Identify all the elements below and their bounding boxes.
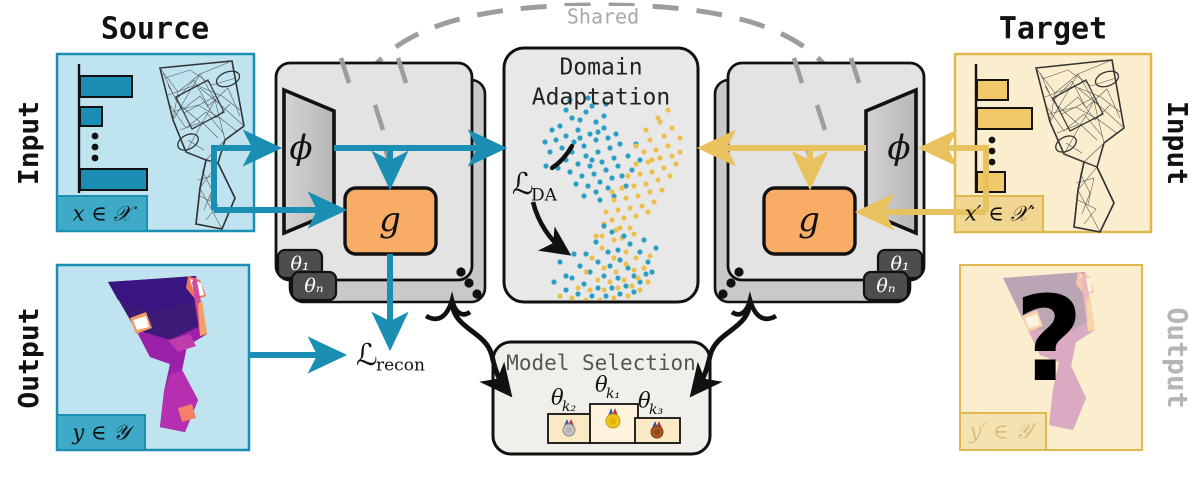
lda-pointer-up (549, 143, 575, 171)
podium-label-second: θ (551, 386, 564, 410)
podium-sub-first: k₁ (606, 386, 620, 402)
model-selection-connectors (424, 291, 778, 398)
target-input-tag: x′ ∈ 𝒳′ (965, 202, 1035, 226)
left-param-last-label: θₙ (304, 275, 323, 297)
right-param-last-label: θₙ (876, 275, 895, 297)
shared-label: Shared (567, 5, 639, 29)
source-input-tag: x ∈ 𝒳 (73, 202, 138, 226)
da-title-line1: Domain (559, 55, 642, 81)
target-input-tag-bg (954, 195, 1044, 233)
right-brace-arrow (689, 299, 753, 398)
left-encoder-label: ϕ (289, 128, 312, 168)
target-mesh-geometry (1034, 59, 1125, 233)
right-encoder-label: ϕ (887, 128, 910, 168)
right-input-label: Input (1161, 101, 1194, 185)
source-title: Source (101, 12, 209, 47)
arrow-source-input-to-encoder (211, 129, 283, 210)
left-block-stack-dots (456, 267, 482, 299)
target-output-tag-bg (959, 412, 1047, 451)
arrow-target-input-to-encoder (917, 129, 989, 212)
model-selection-box (491, 340, 712, 456)
shared-arc-group (362, 2, 838, 80)
source-output-tag-bg (56, 414, 146, 451)
right-param-first-label: θ₁ (890, 253, 909, 275)
shared-dashed-arc (362, 2, 838, 80)
source-flow-arrows (211, 129, 508, 374)
left-decoder-label: g (379, 200, 401, 240)
source-input-panel (55, 52, 256, 233)
left-input-label: Input (12, 101, 45, 185)
podium-label-third: θ (638, 389, 651, 413)
left-brace-arrow (449, 299, 513, 398)
lrecon-label: ℒ (356, 338, 378, 373)
left-param-tab-last (290, 270, 338, 302)
source-output-panel (55, 263, 251, 452)
ms-podium (547, 403, 681, 444)
silver-medal-icon (562, 419, 576, 437)
right-decoder-label: g (798, 200, 820, 240)
target-flow-arrows (696, 129, 989, 231)
target-output-panel (959, 264, 1143, 451)
target-output-tag: y′ ∈ 𝒴′ (969, 420, 1038, 444)
target-output-unknown-mark: ? (1015, 270, 1083, 408)
lrecon-subscript: recon (376, 356, 425, 376)
lda-subscript: DA (531, 186, 558, 206)
lda-label: ℒ (512, 167, 534, 202)
right-param-tab-last (862, 270, 910, 302)
right-output-label: Output (1161, 307, 1194, 408)
ms-title: Model Selection (506, 351, 696, 375)
gold-medal-icon (605, 408, 621, 429)
right-block-stack-dots (718, 267, 744, 299)
left-param-first-label: θ₁ (290, 253, 309, 275)
podium-label-first: θ (595, 373, 608, 397)
ms-podium-labels: θ k₂ θ k₁ θ k₃ (551, 373, 663, 419)
target-output-field-faded (1003, 272, 1095, 430)
left-output-label: Output (12, 307, 45, 408)
source-bar-chart (79, 75, 148, 191)
podium-sub-third: k₃ (649, 402, 663, 418)
lda-arrow-down (530, 201, 572, 256)
target-title: Target (999, 12, 1107, 47)
source-output-tag: y ∈ 𝒴 (71, 421, 135, 445)
source-mesh-geometry (158, 60, 245, 230)
source-output-field (108, 276, 207, 432)
da-title-line2: Adaptation (532, 85, 670, 111)
da-scatter-plot (542, 95, 683, 300)
domain-adaptation-box (502, 46, 700, 304)
shared-label-bg (560, 6, 646, 30)
source-input-tag-bg (56, 195, 148, 232)
podium-sub-second: k₂ (562, 399, 576, 415)
bronze-medal-icon (650, 421, 664, 439)
